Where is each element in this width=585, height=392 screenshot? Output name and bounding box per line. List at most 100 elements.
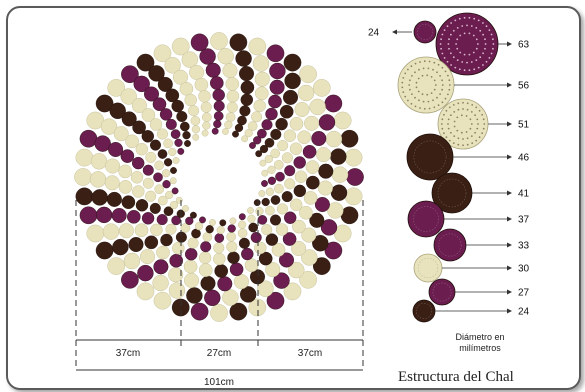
pattern-dot — [441, 52, 444, 55]
legend-diameter-label: 56 — [518, 81, 530, 92]
ring-circle — [91, 189, 108, 206]
pattern-dot — [457, 137, 460, 140]
arrow-head-icon — [507, 242, 512, 248]
ring-circle — [275, 171, 285, 182]
ring-circle — [121, 65, 139, 83]
pattern-dot — [448, 106, 451, 109]
pattern-dot — [457, 102, 460, 105]
ring-circle — [324, 94, 343, 113]
ring-circle — [316, 147, 332, 163]
pattern-dot — [478, 136, 481, 139]
pattern-dot — [453, 120, 456, 123]
arrow-head-icon — [507, 154, 512, 160]
pattern-dot — [436, 71, 438, 74]
pattern-dot — [432, 68, 434, 71]
pattern-dot — [436, 96, 438, 99]
legend-diameter-label: 51 — [518, 120, 530, 131]
ring-circle — [257, 128, 267, 139]
ring-circle — [240, 93, 254, 107]
ring-circle — [189, 64, 205, 80]
ring-circle — [299, 65, 317, 83]
ring-circle — [162, 180, 171, 189]
pattern-dot — [415, 86, 418, 89]
pattern-dot — [440, 47, 442, 50]
ring-circle — [168, 267, 184, 283]
ring-circle — [252, 55, 270, 72]
pattern-dot — [462, 108, 464, 110]
ring-circle — [194, 77, 209, 92]
arrow-head-icon — [507, 121, 512, 127]
ring-circle — [269, 79, 285, 95]
ring-circle — [152, 274, 169, 292]
ring-circle — [192, 133, 200, 141]
ring-circle — [299, 205, 313, 220]
ring-circle — [130, 171, 144, 184]
pattern-dot — [475, 139, 478, 142]
ring-circle — [210, 304, 228, 322]
ring-circle — [123, 252, 141, 270]
legend-diameter-label: 30 — [518, 264, 530, 275]
ring-circle — [182, 205, 189, 212]
pattern-ring — [416, 23, 433, 40]
ring-circle — [253, 136, 262, 145]
legend-diameter-label: 24 — [368, 28, 380, 39]
ring-circle — [202, 232, 213, 242]
legend-circle — [397, 56, 455, 114]
ring-circle — [289, 142, 303, 155]
ring-circle — [320, 219, 338, 236]
ring-circle — [284, 165, 296, 177]
ring-circle — [269, 62, 286, 80]
ring-circle — [191, 228, 201, 239]
ring-circle — [157, 195, 168, 206]
pattern-dot — [427, 100, 430, 103]
ring-circle — [199, 48, 216, 65]
ring-circle — [261, 197, 270, 207]
caption-line-2: milímetros — [459, 343, 501, 353]
pattern-dot — [448, 139, 451, 142]
ring-circle — [248, 222, 258, 233]
ring-circle — [111, 207, 127, 223]
ring-circle — [75, 187, 94, 206]
ring-circle — [227, 224, 236, 233]
pattern-dot — [463, 53, 466, 56]
ring-circle — [160, 233, 173, 247]
ring-circle — [244, 258, 259, 273]
ring-circle — [226, 89, 240, 103]
pattern-dot — [450, 64, 452, 66]
ring-circle — [89, 171, 107, 188]
ring-circle — [210, 32, 228, 50]
arrow-head-icon — [392, 29, 397, 35]
pattern-dot — [441, 84, 444, 86]
ring-circle — [133, 75, 150, 93]
ring-circle — [222, 289, 239, 306]
ring-circle — [226, 231, 236, 242]
pattern-dot — [461, 61, 464, 63]
ring-circle — [141, 212, 155, 225]
dim-center-label: 27cm — [207, 348, 231, 359]
ring-circle — [253, 99, 266, 113]
ring-circle — [179, 121, 190, 132]
ring-circle — [283, 89, 299, 105]
pattern-dot — [472, 51, 475, 54]
ring-circle — [244, 129, 253, 138]
ring-circle — [171, 37, 190, 56]
ring-circle — [238, 237, 250, 249]
pattern-dot — [482, 64, 484, 66]
pattern-dot — [419, 61, 421, 63]
pattern-dot — [414, 71, 416, 74]
pattern-dot — [474, 114, 476, 117]
ring-circle — [237, 115, 247, 126]
ring-circle — [137, 264, 154, 282]
pattern-dot — [417, 90, 420, 93]
pattern-dot — [492, 38, 494, 41]
ring-circle — [217, 48, 234, 65]
ring-circle — [229, 302, 248, 321]
pattern-dot — [432, 99, 434, 102]
ring-circle — [79, 206, 98, 225]
ring-circle — [127, 209, 141, 224]
arrow-head-icon — [507, 190, 512, 196]
ring-circle — [200, 101, 212, 113]
ring-circle — [182, 131, 191, 140]
pattern-dot — [441, 88, 443, 91]
